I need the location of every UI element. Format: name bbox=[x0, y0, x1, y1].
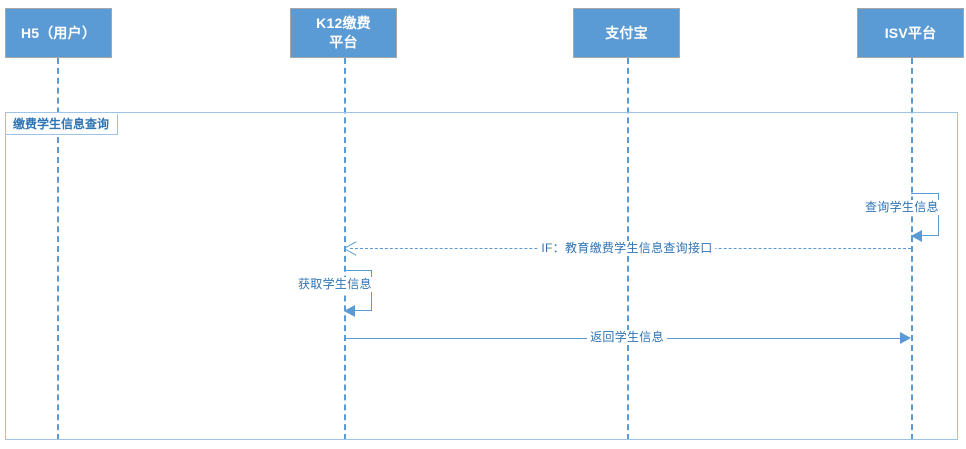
message-label-if-interface: IF：教育缴费学生信息查询接口 bbox=[538, 241, 716, 256]
message-label-get-student: 获取学生信息 bbox=[295, 277, 375, 292]
fragment-label: 缴费学生信息查询 bbox=[6, 113, 128, 135]
arrowhead-get-student bbox=[344, 305, 355, 317]
message-label-return-student: 返回学生信息 bbox=[587, 330, 667, 345]
lifeline-h5 bbox=[57, 58, 59, 440]
arrowhead-return-student bbox=[900, 332, 911, 344]
arrowhead-query-student bbox=[911, 230, 922, 242]
lifeline-isv bbox=[911, 58, 913, 440]
participant-box-h5[interactable]: H5（用户） bbox=[5, 8, 112, 58]
participant-box-alipay[interactable]: 支付宝 bbox=[573, 8, 680, 58]
participant-box-isv[interactable]: ISV平台 bbox=[857, 8, 964, 58]
arrowhead-if-interface bbox=[344, 240, 357, 256]
participant-box-k12[interactable]: K12缴费 平台 bbox=[290, 8, 397, 58]
fragment-frame bbox=[5, 112, 958, 440]
message-label-query-student: 查询学生信息 bbox=[862, 200, 942, 215]
